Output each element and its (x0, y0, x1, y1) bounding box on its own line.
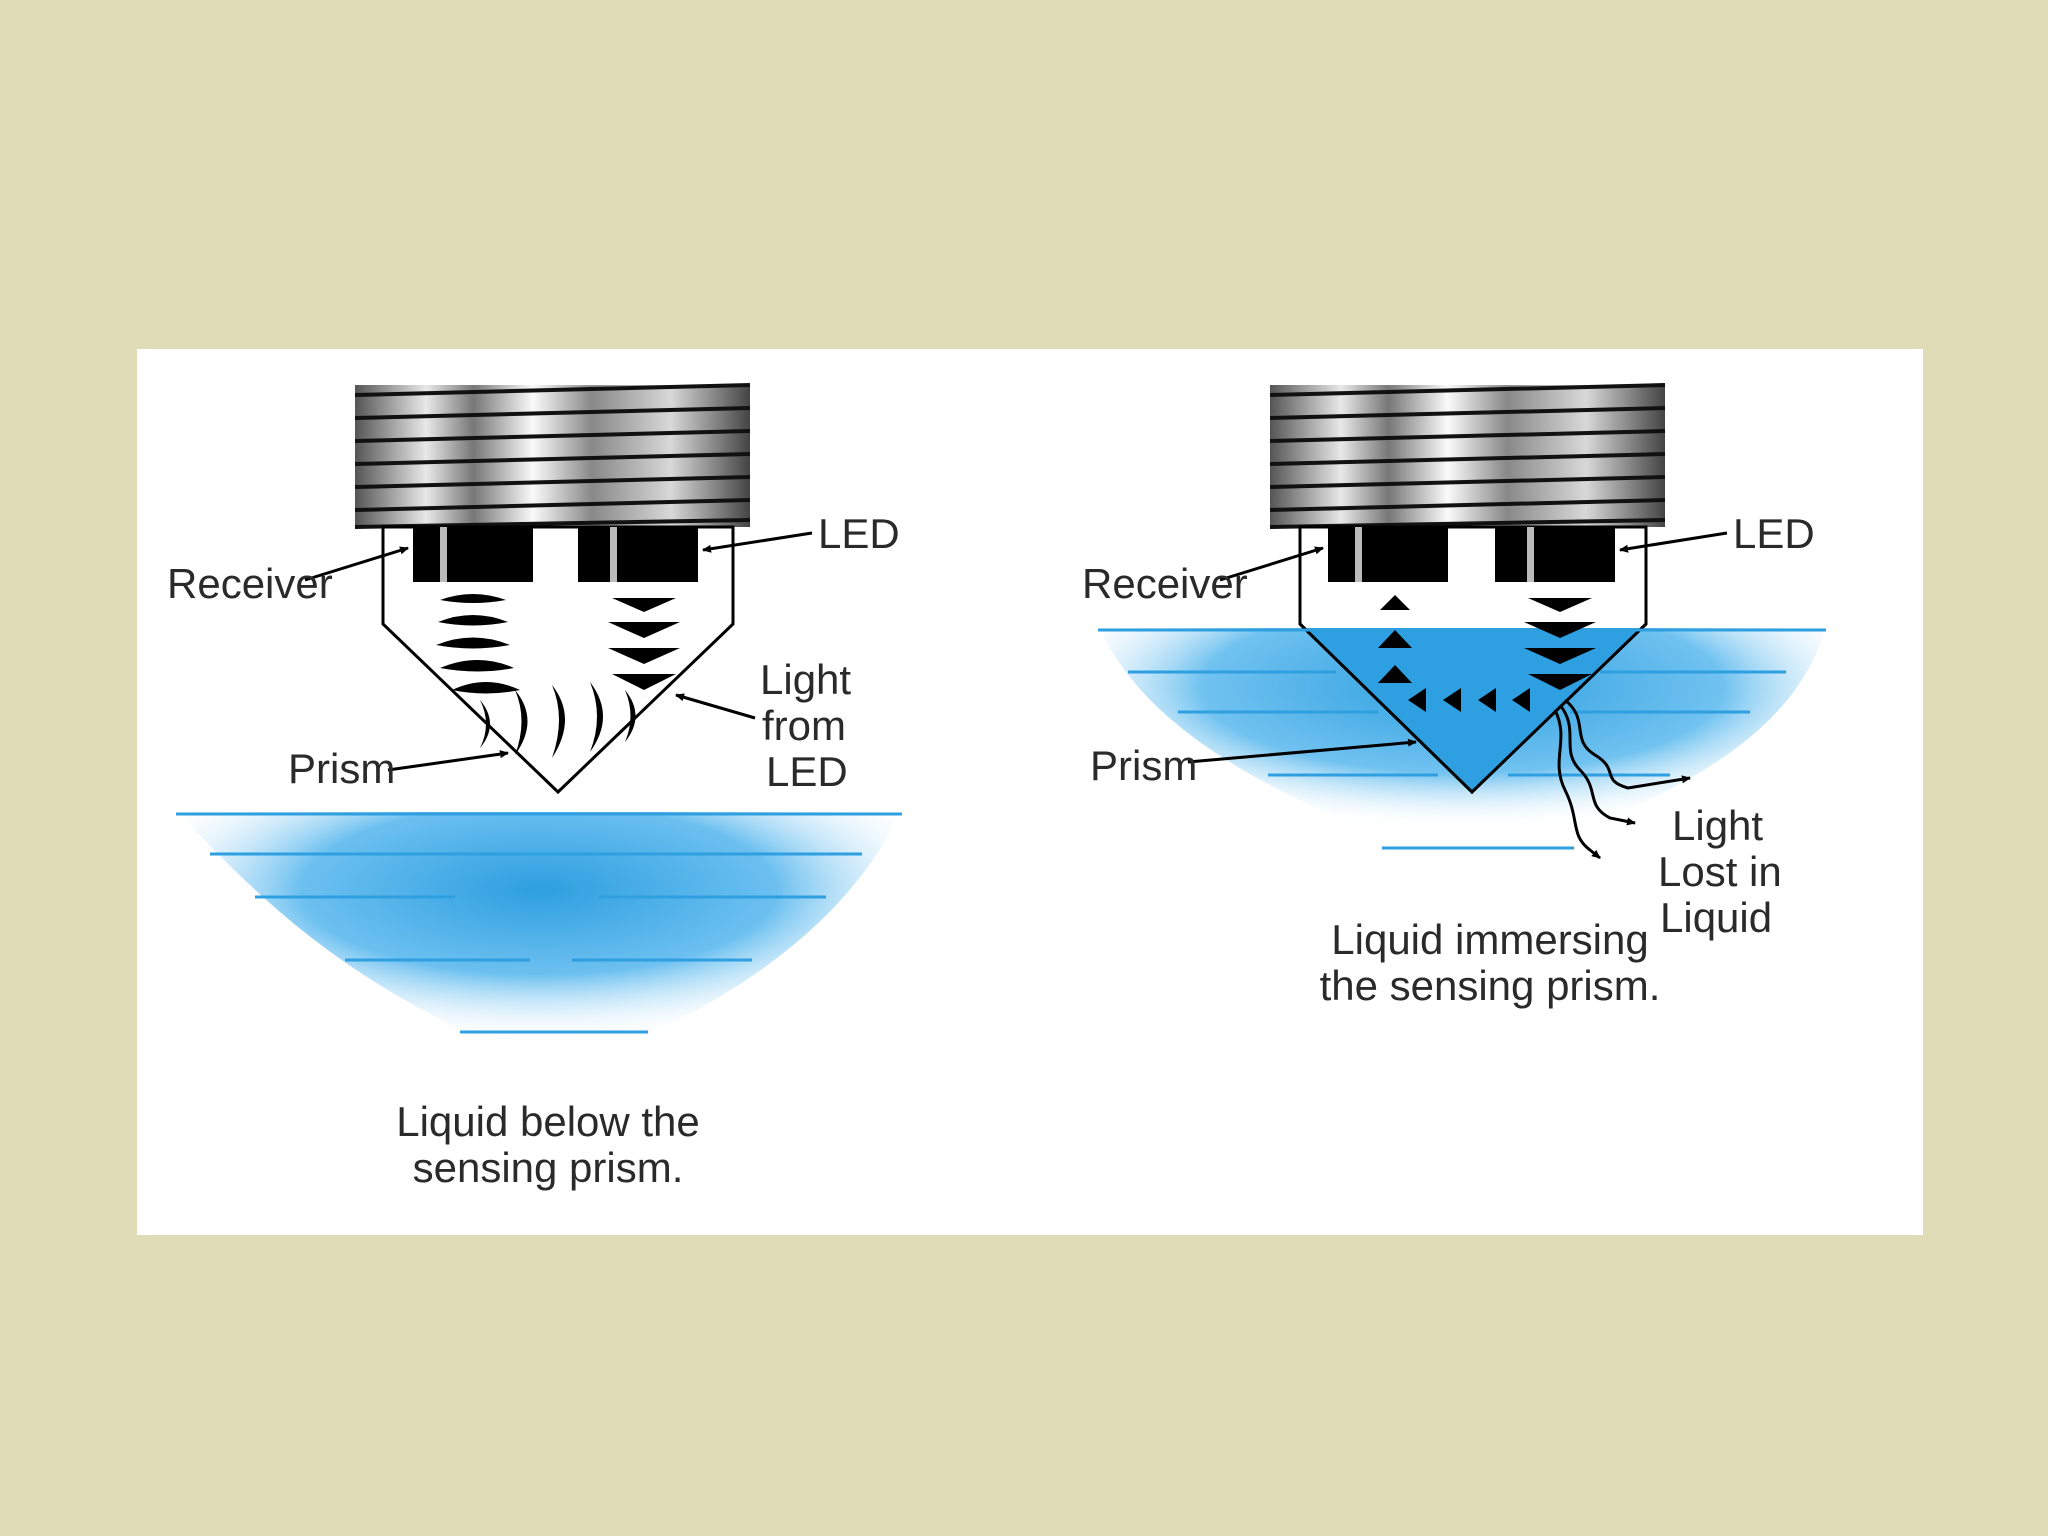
right-prism-label: Prism (1090, 742, 1197, 789)
left-led (578, 527, 698, 582)
right-light-bands (1378, 595, 1596, 712)
left-liquid-lines (176, 812, 902, 1034)
left-light-label-line2: from (762, 702, 846, 749)
right-led (1495, 527, 1615, 582)
right-diagram: Receiver LED Prism Light Lost in Liquid … (1082, 383, 1826, 1009)
right-prism-leader (1187, 738, 1417, 764)
left-receiver-label: Receiver (167, 560, 333, 607)
right-caption-line2: the sensing prism. (1320, 962, 1661, 1009)
left-led-label: LED (818, 510, 900, 557)
right-lost-label-line2: Lost in (1658, 848, 1782, 895)
right-lost-label-line1: Light (1672, 802, 1763, 849)
right-threaded-housing (1269, 383, 1666, 529)
right-receiver-label: Receiver (1082, 560, 1248, 607)
right-led-label: LED (1733, 510, 1815, 557)
right-led-leader (1619, 531, 1728, 553)
left-light-label-line3: LED (766, 748, 848, 795)
left-caption-line2: sensing prism. (413, 1144, 684, 1191)
left-receiver-leader (304, 546, 409, 582)
right-caption-line1: Liquid immersing (1331, 916, 1648, 963)
left-light-leader (675, 693, 756, 720)
right-lost-label-line3: Liquid (1660, 894, 1772, 941)
left-receiver (413, 527, 533, 582)
left-prism-leader (387, 750, 509, 772)
left-led-leader (702, 531, 813, 553)
left-threaded-housing (354, 383, 751, 529)
right-receiver-leader (1219, 546, 1324, 582)
right-liquid-lines (1098, 628, 1826, 850)
left-diagram: Receiver LED Prism Light from LED Liquid… (167, 383, 902, 1191)
left-light-label-line1: Light (760, 656, 851, 703)
right-lost-light-rays (1553, 698, 1691, 860)
left-liquid (178, 812, 900, 1070)
left-prism-label: Prism (288, 745, 395, 792)
left-light-bands (436, 594, 680, 758)
left-caption-line1: Liquid below the (396, 1098, 700, 1145)
right-receiver (1328, 527, 1448, 582)
